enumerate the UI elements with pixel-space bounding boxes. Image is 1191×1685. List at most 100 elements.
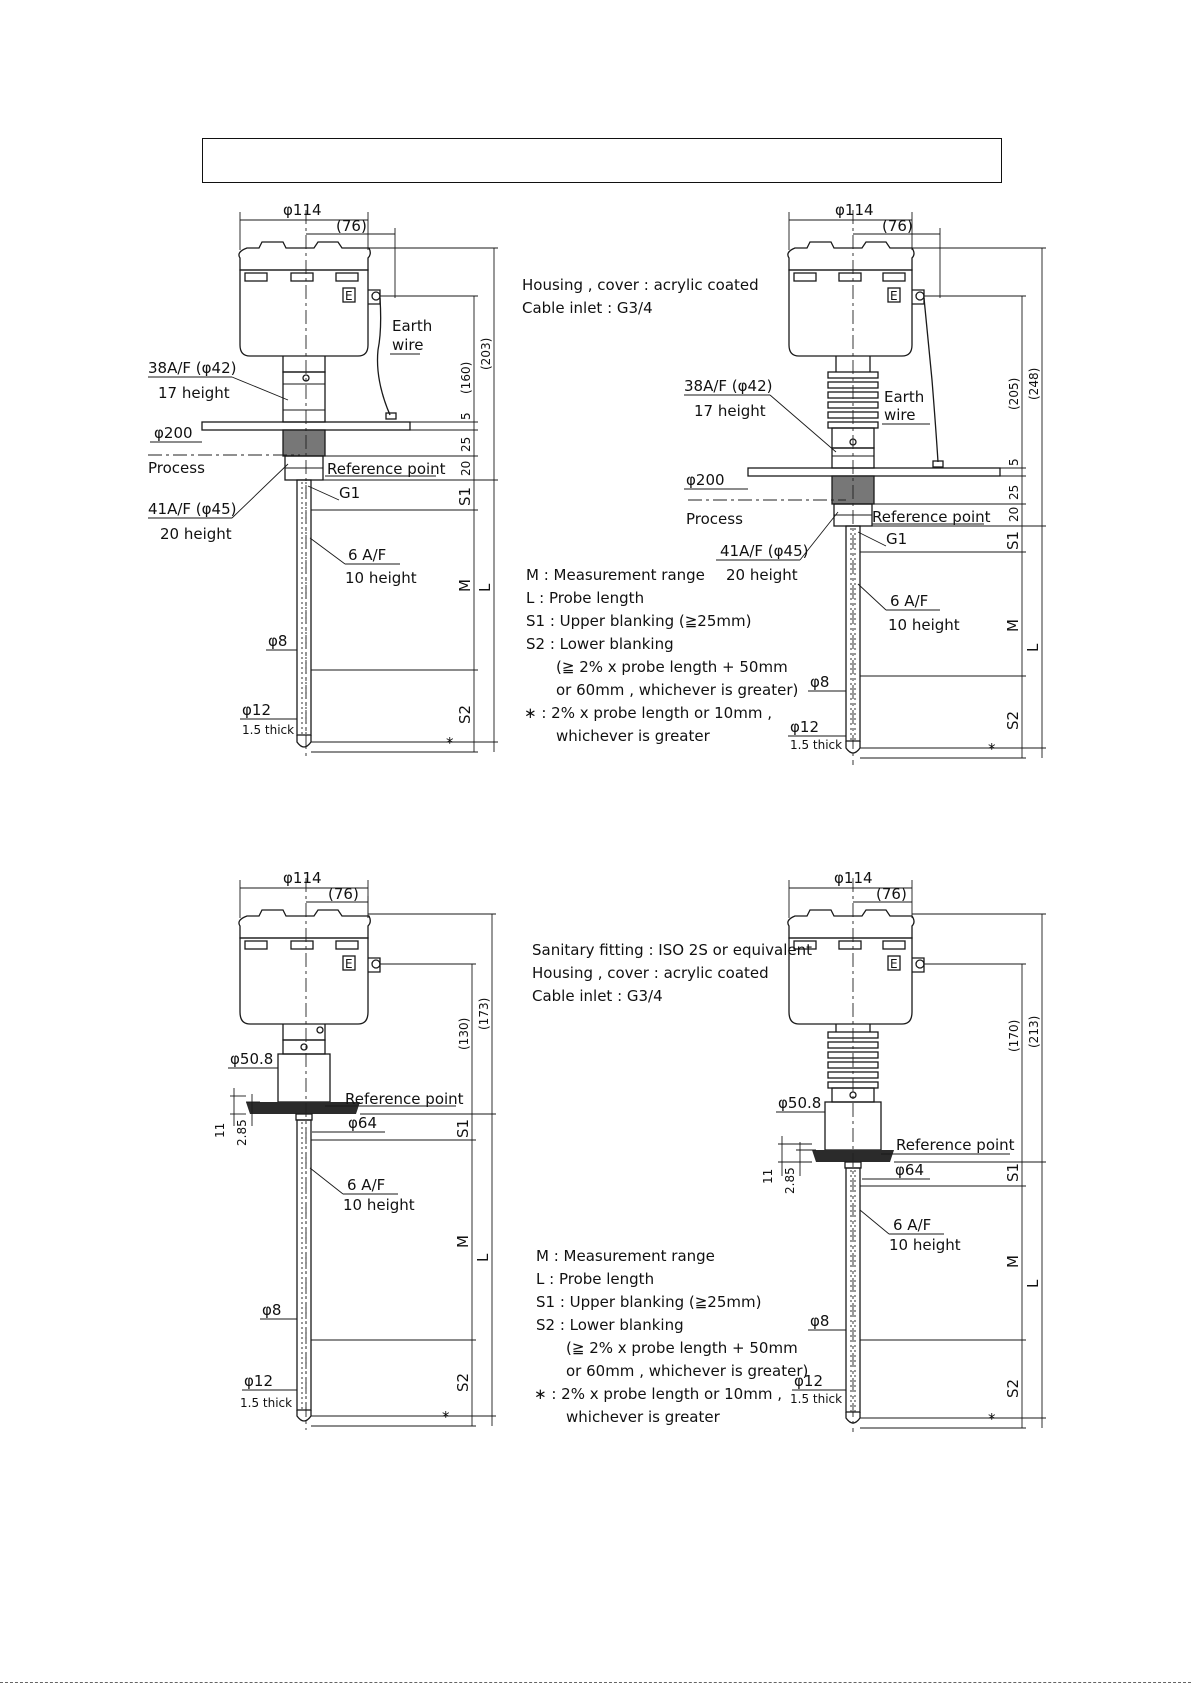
dim-5: 5 [1007,458,1021,466]
legend-s2-detail-2: or 60mm , whichever is greater) [566,1362,808,1380]
earth-mark: E [890,289,898,303]
earth-mark: E [345,957,353,971]
label-flange-diameter: φ200 [154,424,193,442]
dim-l: L [1024,1279,1042,1288]
label-tip-thick: 1.5 thick [790,738,842,752]
page-bottom-rule [0,1682,1191,1683]
note-cable-inlet: Cable inlet : G3/4 [522,299,653,317]
drawing-flange-standard: E φ114 (76) [148,201,498,760]
dim-m: M [1004,1255,1022,1268]
label-reference-point: Reference point [872,508,991,526]
legend-star: ∗ : 2% x probe length or 10mm , [534,1385,782,1403]
dim-s2: S2 [1004,1379,1022,1398]
label-probe-hex-height: 10 height [343,1196,415,1214]
clamp-body [277,1053,331,1103]
label-rod-diameter: φ8 [810,1312,829,1330]
label-hex-nut-af: 41A/F (φ45) [148,500,236,518]
label-tip-diameter: φ12 [790,718,819,736]
label-hex-body-height: 17 height [158,384,230,402]
dim-173: (173) [477,998,491,1030]
label-tip-diameter: φ12 [242,701,271,719]
housing-rib [244,272,268,282]
dim-star: * [988,740,996,758]
label-probe-hex-height: 10 height [888,616,960,634]
label-process: Process [148,459,205,477]
label-hex-body-af: 38A/F (φ42) [148,359,236,377]
drawing-sanitary-extended: E φ114 (76) (170) (213) [761,869,1046,1432]
legend-star-detail: whichever is greater [566,1408,721,1426]
dim-cover-offset: (76) [328,885,359,903]
legend-s2-detail-1: (≧ 2% x probe length + 50mm [566,1339,798,1357]
dim-11: 11 [761,1169,775,1184]
legend-star-detail: whichever is greater [556,727,711,745]
legend-s1: S1 : Upper blanking (≧25mm) [536,1293,761,1311]
label-probe-hex-af: 6 A/F [893,1216,931,1234]
dim-m: M [456,579,474,592]
dim-housing-diameter: φ114 [834,869,873,887]
earth-mark: E [890,957,898,971]
label-probe-hex-af: 6 A/F [347,1176,385,1194]
dim-housing-diameter: φ114 [283,201,322,219]
flange-plate [747,467,1001,477]
label-hex-nut-height: 20 height [726,566,798,584]
label-ferrule-diameter: φ64 [895,1161,924,1179]
drawing-flange-extended: E φ114 (76) [684,201,1046,765]
dim-housing-diameter: φ114 [283,869,322,887]
label-tip-thick: 1.5 thick [242,723,294,737]
dim-s2: S2 [454,1373,472,1392]
label-probe-hex-height: 10 height [889,1236,961,1254]
dim-20: 20 [1007,507,1021,522]
dim-213: (213) [1027,1016,1041,1048]
dim-star: * [446,734,454,752]
label-reference-point: Reference point [327,460,446,478]
dim-l: L [476,583,494,592]
label-reference-point: Reference point [896,1136,1015,1154]
label-probe-hex-af: 6 A/F [890,592,928,610]
dim-cover-offset: (76) [882,217,913,235]
label-process: Process [686,510,743,528]
dim-5: 5 [459,412,473,420]
label-thread: G1 [339,484,360,502]
label-hex-nut-af: 41A/F (φ45) [720,542,808,560]
dim-s2: S2 [456,705,474,724]
earth-lug [368,289,381,305]
dim-s2: S2 [1004,711,1022,730]
legend-s2: S2 : Lower blanking [526,635,674,653]
label-hex-body-af: 38A/F (φ42) [684,377,772,395]
dim-203: (203) [479,338,493,370]
sanitary-ferrule [246,1102,360,1114]
label-flange-diameter: φ200 [686,471,725,489]
probe-tip [296,735,312,748]
dim-s1: S1 [456,487,474,506]
dim-285: 2.85 [235,1119,249,1146]
dim-cover-offset: (76) [336,217,367,235]
label-earth: Earth [884,388,924,406]
dim-248: (248) [1027,368,1041,400]
earth-mark: E [345,289,353,303]
legend-s2-detail-2: or 60mm , whichever is greater) [556,681,798,699]
label-clamp-diameter: φ50.8 [778,1094,821,1112]
hex-body [282,1039,326,1055]
dim-170: (170) [1007,1020,1021,1052]
legend-s2: S2 : Lower blanking [536,1316,684,1334]
legend-star: ∗ : 2% x probe length or 10mm , [524,704,772,722]
label-rod-diameter: φ8 [262,1301,281,1319]
label-wire: wire [392,336,424,354]
dim-s1: S1 [1004,1163,1022,1182]
earth-screw [371,291,381,301]
label-earth: Earth [392,317,432,335]
earth-terminal-box [342,287,356,303]
dim-star: * [442,1408,450,1426]
dim-130: (130) [457,1018,471,1050]
label-reference-point: Reference point [345,1090,464,1108]
dim-20: 20 [459,461,473,476]
probe-rod [845,525,861,742]
note-housing: Housing , cover : acrylic coated [522,276,759,294]
dim-160: (160) [459,362,473,394]
housing-rib [335,272,359,282]
label-tip-diameter: φ12 [794,1372,823,1390]
header-box [202,138,1002,183]
label-wire: wire [884,406,916,424]
legend-flange: M : Measurement range L : Probe length S… [524,566,798,745]
dim-m: M [454,1235,472,1248]
